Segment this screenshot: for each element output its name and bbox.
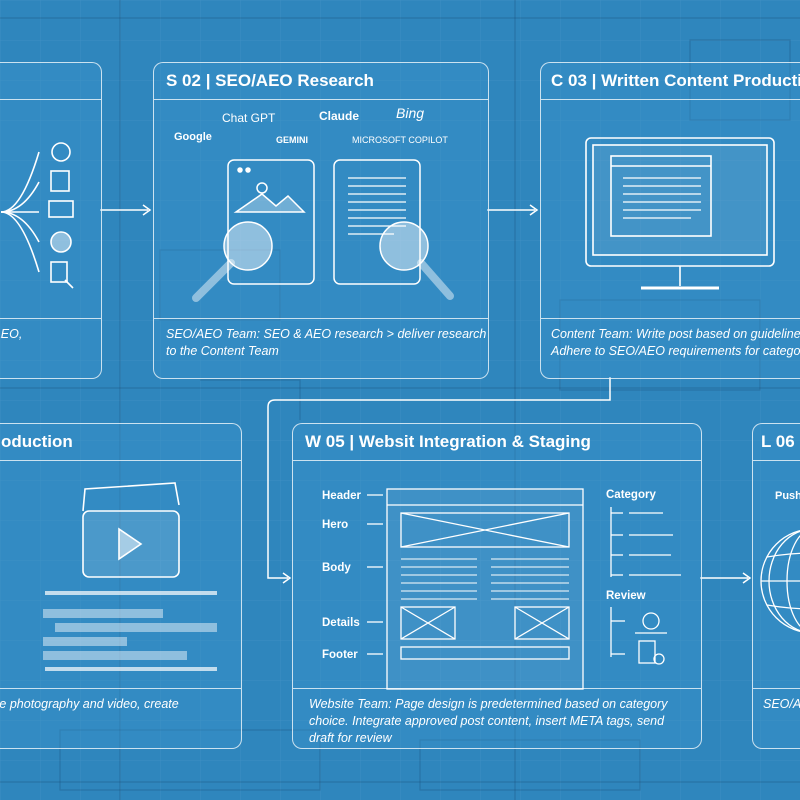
card-footer: SEO/A [753,688,800,748]
section-label-footer: Footer [322,649,358,661]
card-description-line-2: choice. Integrate approved post content,… [309,714,665,728]
card-description-line-1: SEO/A [763,697,800,711]
tool-label-claude: Claude [319,109,359,123]
card-footer: SEO/AEO Team: SEO & AEO research > deliv… [154,318,488,378]
tool-label-chatgpt: Chat GPT [222,111,276,125]
section-label-body: Body [322,562,351,574]
card-description: SEO/AEO Team: SEO & AEO research > deliv… [166,326,486,360]
step-card-03-written-content: C 03 | Written Content Productio Content… [540,62,800,379]
video-clapper-icon [82,482,180,578]
review-label: Review [606,590,646,602]
card-description-line-1: rce photography and video, create [0,697,179,711]
push-label: Push [775,490,800,502]
category-tree [610,507,681,577]
card-title: S 02 | SEO/AEO Research [166,71,374,90]
card-title: W 05 | Websit Integration & Staging [305,432,591,451]
card-title: oduction [1,432,73,451]
section-label-header: Header [322,490,362,502]
timeline-tracks [43,591,217,671]
step-card-04-visual-production: oduction rce photography and video, crea… [0,423,242,749]
card-header: L 06 [753,424,800,461]
section-label-hero: Hero [322,519,348,531]
card-footer: Content Team: Write post based on guidel… [541,318,800,378]
step-card-06-launch: L 06 Push SEO/A [752,423,800,749]
image-document-icon [227,159,315,285]
card-description-line-1: /AEO, [0,327,23,341]
card-footer: Website Team: Page design is predetermin… [293,688,701,748]
text-document-icon [333,159,421,285]
card-description-line-1: SEO/AEO Team: SEO & AEO research > deliv… [166,327,487,341]
card-description-line-2: to the Content Team [166,344,279,358]
card-header [0,63,101,100]
card-description: Website Team: Page design is predetermin… [309,696,668,747]
video-production-illustration [43,482,217,671]
card-title: C 03 | Written Content Productio [551,71,800,90]
card-header: S 02 | SEO/AEO Research [154,63,488,100]
tool-label-gemini: GEMINI [276,135,308,145]
ai-search-engines-illustration: Chat GPT Claude Bing Google GEMINI MICRO… [174,105,454,302]
card-header: W 05 | Websit Integration & Staging [293,424,701,461]
step-card-01: /AEO, [0,62,102,379]
tool-label-google: Google [174,131,212,143]
card-header: oduction [0,424,241,461]
card-footer: /AEO, [0,318,101,378]
tool-label-copilot: MICROSOFT COPILOT [352,135,448,145]
page-wireframe-illustration: Header Hero Body Details Footer [322,488,681,690]
category-label: Category [606,489,656,501]
card-footer: rce photography and video, create [0,688,241,748]
card-title: L 06 [761,432,795,451]
step-card-02-seo-aeo-research: S 02 | SEO/AEO Research Chat GPT Claude … [153,62,489,379]
card-description-line-1: Content Team: Write post based on guidel… [551,327,800,341]
globe-illustration: Push [760,490,800,633]
card-description-line-2: Adhere to SEO/AEO requirements for categ… [551,344,800,358]
research-sources-illustration [0,142,74,289]
card-description: Content Team: Write post based on guidel… [551,326,800,360]
tool-label-bing: Bing [396,105,424,121]
magnifier-icon [192,221,273,302]
monitor-illustration [585,137,775,290]
section-label-details: Details [322,617,360,629]
card-header: C 03 | Written Content Productio [541,63,800,100]
globe-icon [760,529,800,633]
step-card-05-website-integration: W 05 | Websit Integration & Staging Head… [292,423,702,749]
card-description-line-1: Website Team: Page design is predetermin… [309,697,668,711]
magnifier-icon [379,221,454,300]
review-icons [610,607,667,665]
card-description-line-3: draft for review [309,731,392,745]
